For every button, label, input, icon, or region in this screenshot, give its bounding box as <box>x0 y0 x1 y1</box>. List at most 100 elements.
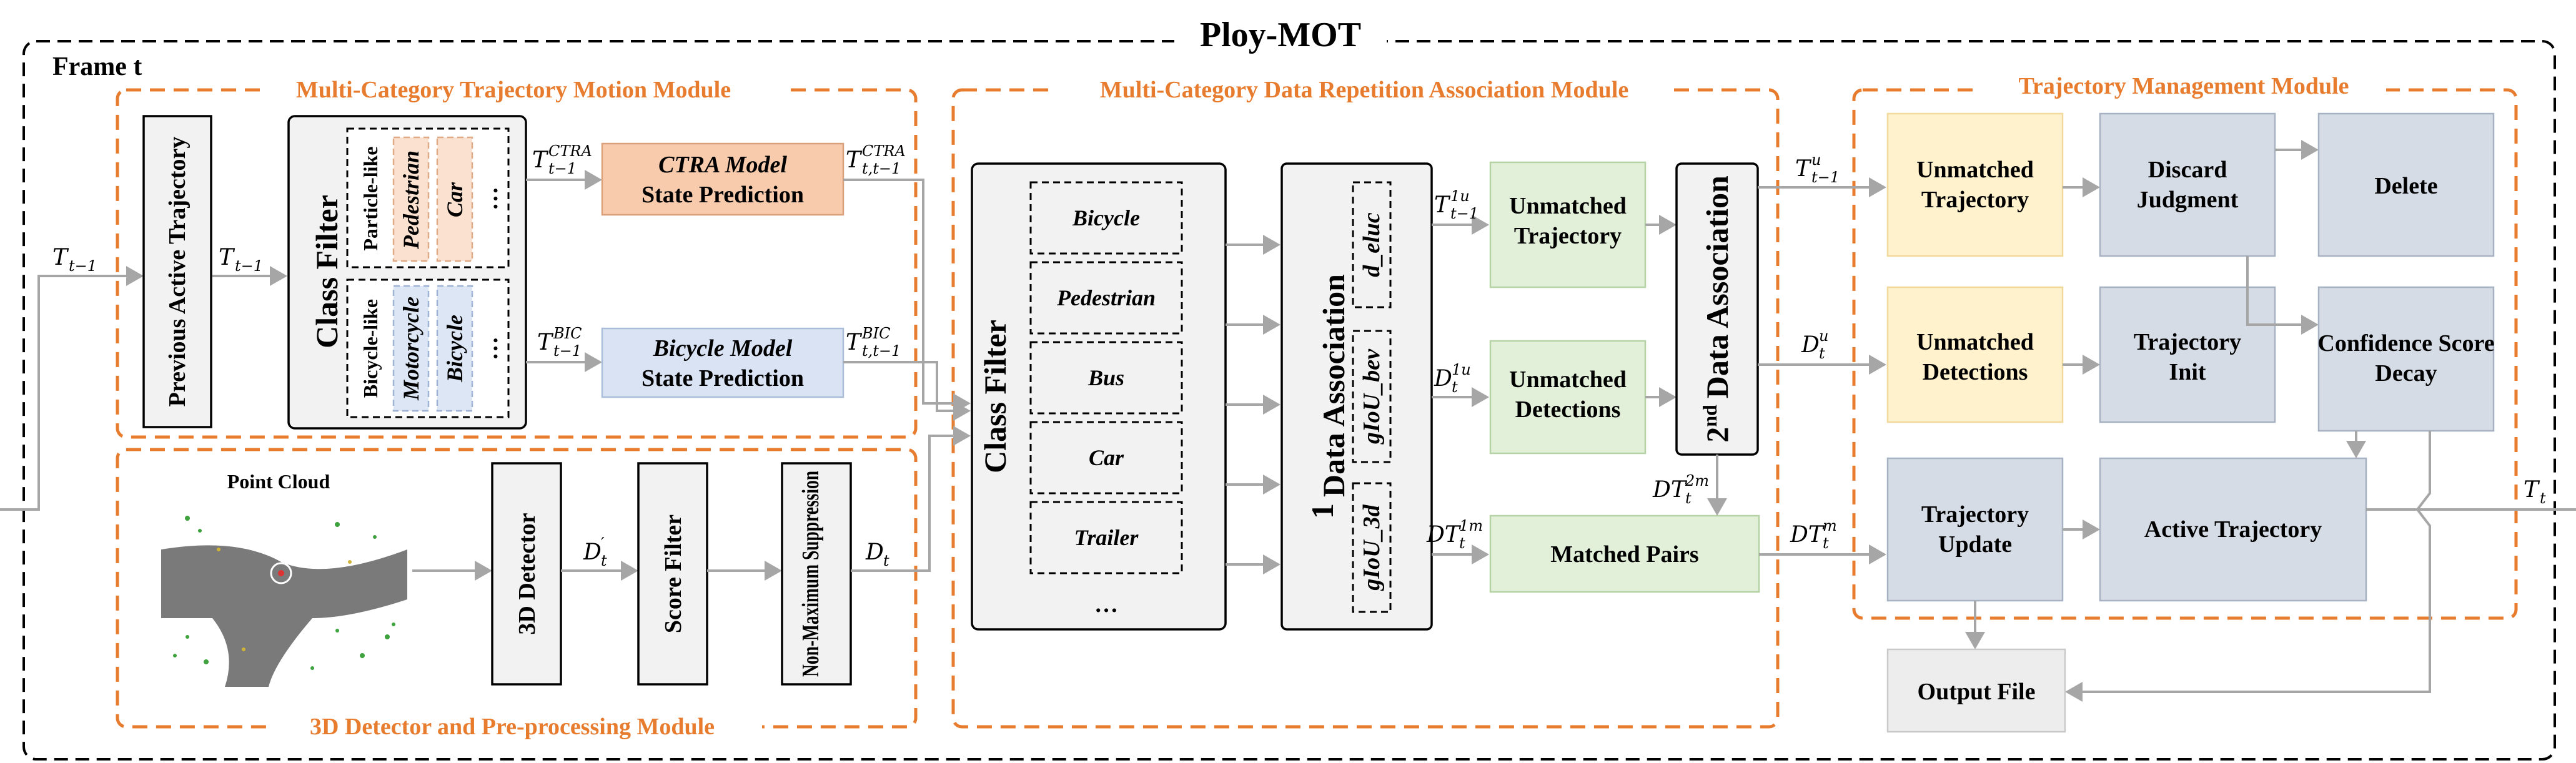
ctra-model-sublabel: State Prediction <box>642 182 804 208</box>
car-chip-label: Car <box>442 182 467 217</box>
first-association-label: 1Data Association <box>1305 274 1351 519</box>
svg-text:t: t <box>601 552 607 569</box>
assoc-class-filter-label: Class Filter <box>978 320 1013 473</box>
motion-class-filter-label: Class Filter <box>309 195 344 348</box>
label-t-minus-1: T t−1 <box>219 245 263 275</box>
svg-text:1u: 1u <box>1452 361 1471 378</box>
svg-text:t: t <box>1685 490 1692 507</box>
svg-text:T: T <box>846 330 863 355</box>
svg-text:t,t−1: t,t−1 <box>862 160 901 177</box>
mgmt-unmatched-trajectory-box <box>1886 112 2064 257</box>
label-t-u: T u t−1 <box>1795 151 1840 186</box>
active-trajectory-label: Active Trajectory <box>2144 516 2322 543</box>
delete-box <box>2317 112 2495 257</box>
bicycle-chip <box>436 285 473 412</box>
particle-ellipsis: … <box>477 187 503 210</box>
svg-text:T: T <box>532 147 549 173</box>
svg-text:T: T <box>1434 192 1451 218</box>
svg-text:′: ′ <box>601 534 605 552</box>
label-d-t: D t <box>865 539 889 569</box>
discard-judgment-box <box>2099 112 2276 257</box>
svg-text:t: t <box>2540 490 2546 507</box>
svg-text:t: t <box>1823 534 1829 552</box>
svg-text:t−1: t−1 <box>548 160 577 177</box>
svg-text:T: T <box>219 245 235 270</box>
category-car-label: Car <box>1089 445 1124 470</box>
ctra-model-box <box>601 142 845 216</box>
svg-text:BIC: BIC <box>553 325 582 342</box>
svg-text:CTRA: CTRA <box>862 142 906 160</box>
previous-active-trajectory-label: Previous Active Trajectory <box>164 137 191 407</box>
assoc-class-filter-box <box>971 162 1227 631</box>
metric-giou-3d-label: gIoU_3d <box>1359 504 1385 591</box>
particle-like-label: Particle-like <box>359 146 382 250</box>
svg-text:1u: 1u <box>1450 187 1470 205</box>
svg-text:BIC: BIC <box>861 325 890 342</box>
second-association-label: 2ndData Association <box>1698 175 1735 443</box>
category-trailer <box>1029 501 1183 574</box>
svg-text:D: D <box>865 539 884 565</box>
nms-label: Non-Maximum Suppression <box>798 471 824 677</box>
metric-giou-bev-label: gIoU_bev <box>1359 348 1385 445</box>
label-dt-m: DT m t <box>1790 517 1837 552</box>
label-t-t: T t <box>2524 477 2546 507</box>
svg-text:t−1: t−1 <box>553 342 582 360</box>
frame-label: Frame t <box>52 52 142 81</box>
svg-text:T: T <box>846 147 863 173</box>
metric-giou-3d-box <box>1352 482 1392 613</box>
category-pedestrian-label: Pedestrian <box>1056 285 1156 310</box>
category-car <box>1029 421 1183 495</box>
previous-active-trajectory-box <box>142 115 212 428</box>
svg-text:CTRA: CTRA <box>548 142 592 160</box>
point-cloud-label: Point Cloud <box>227 470 330 493</box>
metric-d-eluc-box <box>1352 181 1392 308</box>
trajectory-init-box <box>2099 286 2276 423</box>
svg-text:t: t <box>1452 378 1458 396</box>
bicycle-model-label: Bicycle Model <box>653 335 793 362</box>
bicycle-ellipsis: … <box>477 337 503 360</box>
arrow-nms-to-assoc <box>851 426 971 572</box>
category-ellipsis: … <box>1094 591 1118 618</box>
svg-text:t: t <box>1459 534 1465 552</box>
metric-giou-bev-box <box>1352 330 1392 463</box>
pedestrian-chip-label: Pedestrian <box>399 150 424 250</box>
svg-text:T: T <box>1795 156 1812 182</box>
svg-text:t: t <box>883 552 889 569</box>
motorcycle-chip <box>392 285 430 412</box>
output-file-box <box>1886 648 2066 733</box>
label-t-ctra: T CTRA t−1 <box>532 142 592 177</box>
nms-box <box>781 462 852 686</box>
category-bicycle <box>1029 181 1183 255</box>
label-t-1u: T 1u t−1 <box>1434 187 1479 222</box>
svg-text:t,t−1: t,t−1 <box>862 342 901 360</box>
car-chip <box>436 136 473 262</box>
label-d-u: D u t <box>1801 327 1828 362</box>
svg-text:t−1: t−1 <box>1811 169 1840 186</box>
svg-text:DT: DT <box>1652 477 1688 503</box>
label-t-ctra-pred: T CTRA t,t−1 <box>846 142 906 177</box>
svg-text:u: u <box>1811 151 1821 169</box>
arrow-active-to-output <box>2065 431 2431 702</box>
input-edge <box>0 275 72 511</box>
trajectory-update-box <box>1886 457 2064 602</box>
svg-text:D: D <box>1434 366 1452 391</box>
label-t-bic: T BIC t−1 <box>537 325 582 360</box>
svg-text:T: T <box>2524 477 2540 503</box>
bicycle-model-box <box>601 327 845 398</box>
category-trailer-label: Trailer <box>1074 525 1139 550</box>
unmatched-trajectory-box-1 <box>1489 161 1647 288</box>
svg-text:DT: DT <box>1426 522 1462 548</box>
category-bicycle-label: Bicycle <box>1072 205 1140 230</box>
association-module-title: Multi-Category Data Repetition Associati… <box>1100 77 1628 103</box>
arrow-discard-to-decay <box>2246 256 2319 335</box>
matched-pairs-box <box>1489 514 1760 593</box>
first-association-box <box>1281 162 1433 631</box>
svg-text:2m: 2m <box>1685 472 1709 490</box>
pedestrian-chip <box>392 136 430 262</box>
